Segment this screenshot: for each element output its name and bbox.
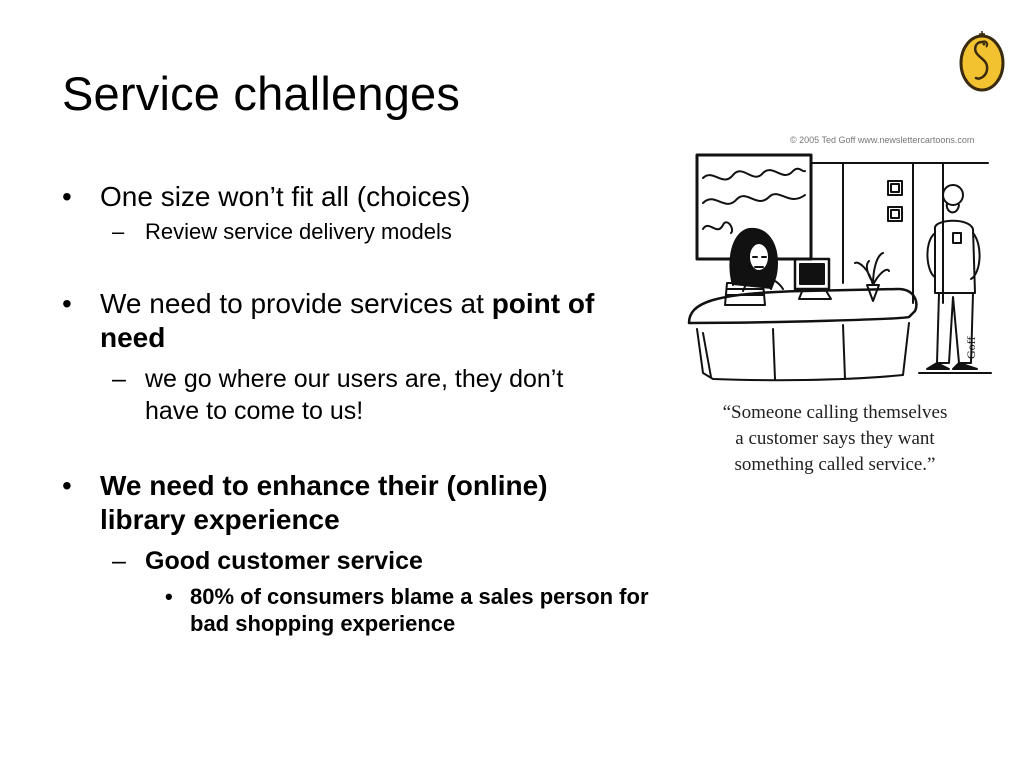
bullet-text: We need to enhance their (online) librar…	[100, 470, 548, 535]
sub-bullet-text: we go where our users are, they don’t ha…	[145, 365, 564, 425]
bullet-marker: •	[62, 181, 72, 212]
dash-marker: –	[112, 547, 126, 575]
caption-line: a customer says they want	[735, 428, 935, 449]
bullet-emphasis: point of need	[100, 288, 595, 353]
cartoon-illustration: Goff	[687, 153, 992, 382]
sub-bullet-text: Review service delivery models	[145, 219, 452, 244]
library-logo-icon	[959, 31, 1005, 92]
sub-bullet-text: Good customer service	[145, 547, 423, 575]
sub-sub-bullet-text: 80% of consumers blame a sales person fo…	[190, 584, 649, 636]
bullet-item: • We need to provide services at point o…	[62, 287, 662, 355]
sub-bullet-item: – Review service delivery models	[62, 218, 662, 246]
bullet-marker: •	[62, 288, 72, 319]
dash-marker: –	[112, 365, 126, 393]
bullet-list: • One size won’t fit all (choices) – Rev…	[62, 180, 662, 637]
cartoon-caption: “Someone calling themselves a customer s…	[700, 400, 970, 478]
cartoon-signature: Goff	[964, 337, 978, 359]
sub-sub-bullet-item: • 80% of consumers blame a sales person …	[62, 583, 660, 637]
sub-bullet-item: – we go where our users are, they don’t …	[62, 363, 605, 427]
bullet-text: One size won’t fit all (choices)	[100, 181, 471, 212]
bullet-item: • One size won’t fit all (choices)	[62, 180, 662, 214]
caption-line: “Someone calling themselves	[722, 402, 948, 423]
sub-bullet-item: – Good customer service	[62, 545, 662, 577]
dash-marker: –	[112, 219, 125, 244]
dot-marker: •	[165, 584, 173, 609]
slide-title: Service challenges	[62, 67, 461, 120]
cartoon-copyright: © 2005 Ted Goff www.newslettercartoons.c…	[790, 135, 975, 145]
bullet-item: • We need to enhance their (online) libr…	[62, 469, 620, 537]
caption-line: something called service.”	[734, 454, 936, 475]
bullet-marker: •	[62, 470, 72, 501]
bullet-text: We need to provide services at	[100, 288, 492, 319]
